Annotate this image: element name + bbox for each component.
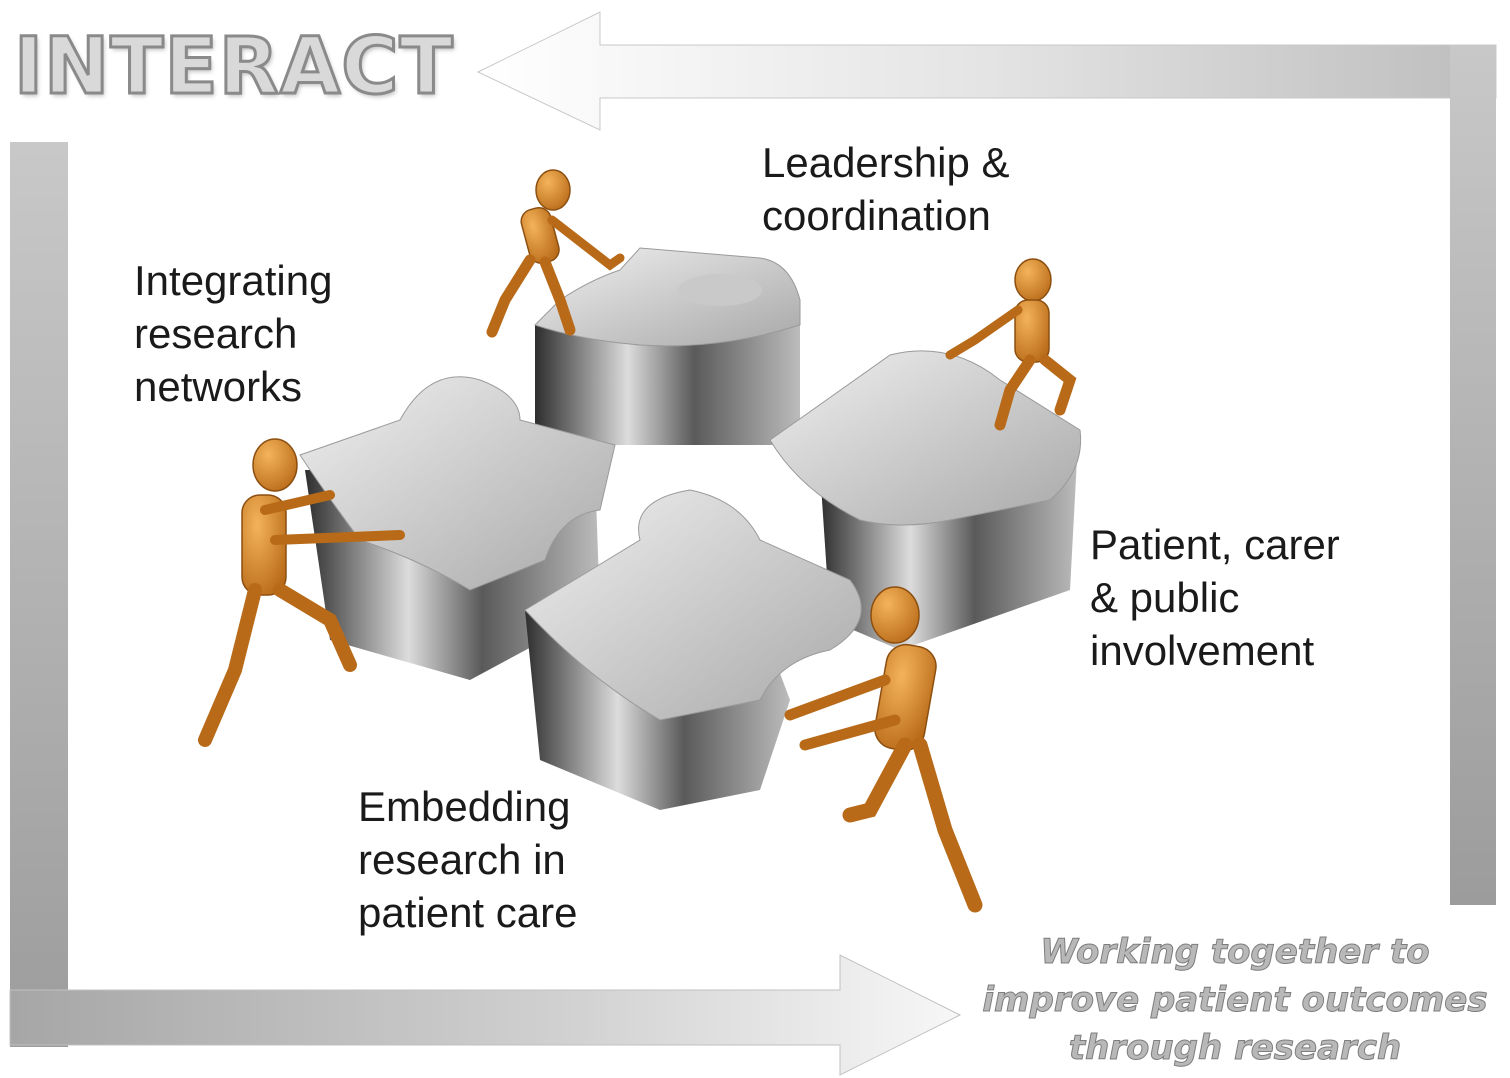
label-embedding-research-patient-care: Embedding research in patient care: [358, 780, 577, 939]
tagline-line: Working together to: [1040, 932, 1430, 973]
label-line: involvement: [1090, 627, 1315, 674]
label-integrating-research-networks: Integrating research networks: [134, 254, 332, 413]
tagline-line: through research: [1068, 1028, 1402, 1069]
label-line: Integrating: [134, 257, 333, 304]
label-patient-carer-public-involvement: Patient, carer & public involvement: [1090, 518, 1340, 677]
tagline: Working together to improve patient outc…: [960, 928, 1510, 1072]
figure-front: [784, 586, 983, 913]
label-line: Embedding: [358, 783, 571, 830]
label-leadership-coordination: Leadership & coordination: [762, 136, 1010, 242]
label-line: & public: [1090, 574, 1240, 621]
label-line: research in: [358, 836, 566, 883]
puzzle-piece-back: [534, 247, 801, 445]
label-line: Patient, carer: [1090, 521, 1340, 568]
left-bar: [10, 142, 68, 1047]
label-line: patient care: [358, 889, 578, 936]
label-line: networks: [134, 363, 303, 410]
puzzle-pieces: [299, 247, 1082, 810]
figure-left: [198, 438, 405, 747]
label-line: research: [134, 310, 298, 357]
label-line: coordination: [762, 192, 991, 239]
right-bar: [1450, 45, 1496, 905]
figure-top: [486, 169, 625, 338]
top-arrow: [476, 11, 1497, 131]
puzzle-piece-front: [524, 489, 862, 810]
figure-right: [945, 258, 1077, 431]
bottom-arrow: [9, 954, 962, 1076]
tagline-line: improve patient outcomes: [982, 980, 1488, 1021]
label-line: Leadership &: [762, 139, 1010, 186]
interact-logo: INTERACT: [13, 22, 455, 112]
